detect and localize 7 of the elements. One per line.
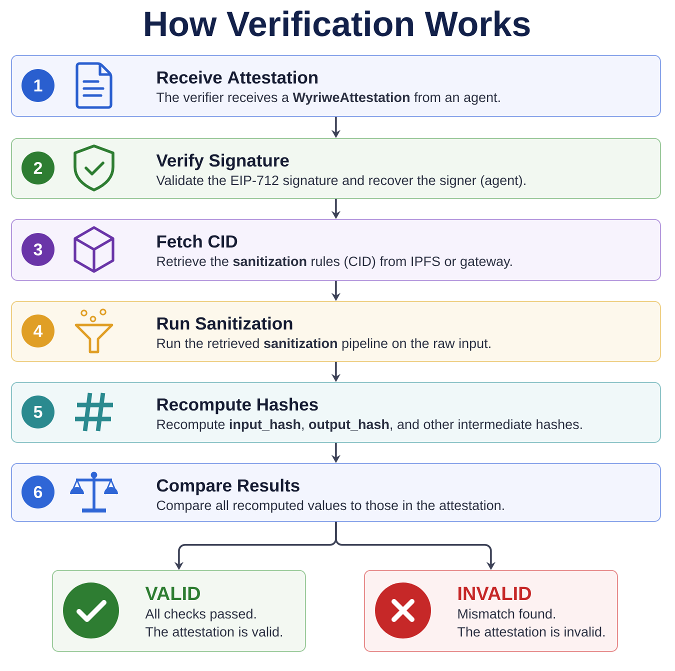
number-badge: 2	[22, 152, 54, 184]
number-badge: 4	[22, 314, 54, 348]
number-badge: 6	[22, 476, 54, 508]
number-badge: 3	[22, 233, 54, 266]
number-badge: 5	[22, 396, 54, 428]
title: How Verification Works	[145, 10, 530, 36]
number-badge: 1	[22, 69, 54, 102]
